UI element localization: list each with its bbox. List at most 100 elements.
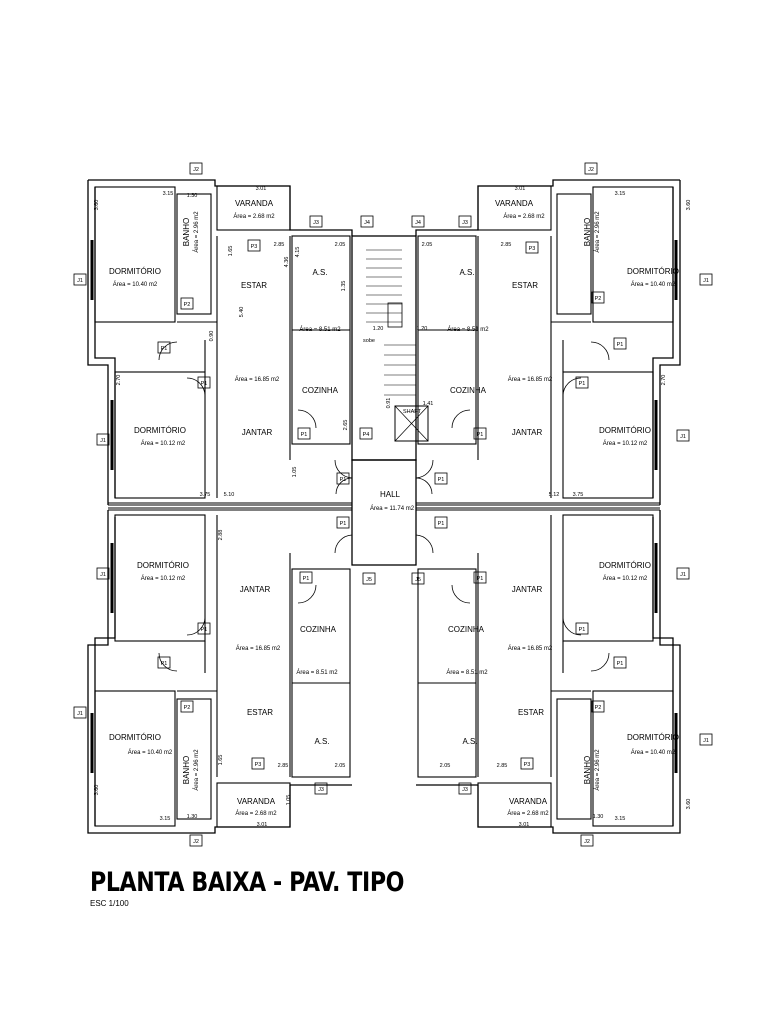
dim-d288: 2.88 — [218, 530, 224, 541]
dim-d205: 2.05 — [422, 242, 433, 248]
room-estar: ESTAR — [247, 708, 273, 717]
tag-p3: P3 — [524, 762, 531, 768]
dim-d360: 3.60 — [686, 799, 692, 810]
tag-p3: P3 — [529, 246, 536, 252]
dim-d315: 3.15 — [615, 191, 626, 197]
varanda-walls-br — [477, 782, 552, 828]
door-swing-cozinha-tl — [297, 409, 317, 429]
tag-box-j3 — [309, 215, 323, 228]
dormitorio-b-walls-tr — [562, 371, 654, 499]
area-dormitorio: Área = 10.12 m2 — [603, 440, 648, 447]
door-swing-p1a-tr — [590, 341, 610, 361]
room-estar: ESTAR — [518, 708, 544, 717]
area-hall: Área = 11.74 m2 — [370, 505, 415, 512]
room-jantar: JANTAR — [512, 428, 543, 437]
tag-p1: P1 — [201, 627, 208, 633]
tag-box-p1 — [197, 376, 211, 389]
room-dormitorio: DORMITÓRIO — [137, 561, 189, 570]
dim-d130: 1.30 — [187, 814, 198, 820]
room-hall: HALL — [380, 490, 401, 499]
tag-box-j2 — [189, 162, 203, 175]
dim-d436: 4.36 — [284, 257, 290, 268]
room-estar: ESTAR — [512, 281, 538, 290]
hall-door-r — [415, 477, 433, 495]
tag-p2: P2 — [595, 705, 602, 711]
plan-scale: ESC 1/100 — [90, 899, 129, 908]
dim-d135: 1.35 — [341, 281, 347, 292]
tag-box-p1 — [613, 656, 627, 669]
dim-d315: 3.15 — [615, 816, 626, 822]
area-cozinha: Área = 8.51 m2 — [447, 326, 489, 333]
dim-d265: 2.65 — [343, 420, 349, 431]
tag-box-j1 — [73, 273, 87, 286]
tag-j3: J3 — [313, 220, 319, 226]
door-swing-p1b-bl — [186, 616, 206, 636]
dim-d105: 1.05 — [286, 795, 292, 806]
dim-d130: 1.30 — [187, 193, 198, 199]
tag-p1: P1 — [617, 342, 624, 348]
tag-j1: J1 — [77, 278, 83, 284]
building-outline-1 — [87, 180, 109, 505]
tag-p1: P1 — [301, 432, 308, 438]
tag-box-j3 — [458, 215, 472, 228]
tag-j3: J3 — [462, 787, 468, 793]
tag-j2: J2 — [193, 839, 199, 845]
tag-box-j1 — [676, 567, 690, 580]
area-cozinha: Área = 8.51 m2 — [446, 669, 488, 676]
door-swing-p1a-br — [590, 652, 610, 672]
tag-p2: P2 — [184, 705, 191, 711]
dim-d130: 1.30 — [593, 814, 604, 820]
dormitorio-a-walls-bl — [94, 690, 176, 827]
room-varanda: VARANDA — [495, 199, 534, 208]
door-swing-p1b-tl — [186, 377, 206, 397]
tag-j1: J1 — [77, 711, 83, 717]
shaft-cross-b — [394, 405, 429, 442]
dim-d091: 0.91 — [386, 398, 392, 409]
area-dormitorio: Área = 10.12 m2 — [141, 440, 186, 447]
tag-box-j1 — [699, 273, 713, 286]
area-estar: Área = 16.85 m2 — [235, 376, 280, 383]
cozinha-walls-bl — [291, 568, 351, 778]
dormitorio-a-walls-br — [592, 690, 674, 827]
tag-j5: J5 — [366, 577, 372, 583]
dim-d512: 5.12 — [549, 492, 560, 498]
room-banho: BANHO — [182, 218, 191, 246]
area-dormitorio: Área = 10.12 m2 — [603, 575, 648, 582]
stair-landing — [387, 302, 403, 328]
tag-box-p4 — [359, 427, 373, 440]
tag-p3: P3 — [251, 244, 258, 250]
tag-box-j1 — [699, 733, 713, 746]
tag-p1: P1 — [303, 576, 310, 582]
dim-d301: 3.01 — [256, 186, 267, 192]
door-swing-hall-tl — [334, 459, 353, 479]
room-dormitorio: DORMITÓRIO — [627, 267, 679, 276]
dormitorio-a-walls-tr — [592, 186, 674, 323]
tag-box-p3 — [247, 239, 261, 252]
room-cozinha: COZINHA — [448, 625, 485, 634]
stair-core-walls — [351, 235, 417, 461]
tag-box-j1 — [96, 567, 110, 580]
dormitorio-b-walls-bl — [114, 514, 206, 642]
tag-j3: J3 — [462, 220, 468, 226]
tag-p4: P4 — [363, 432, 370, 438]
cozinha-walls-tl — [291, 235, 351, 445]
dim-d375: 3.75 — [200, 492, 211, 498]
tag-box-p1 — [299, 571, 313, 584]
area-varanda: Área = 2.68 m2 — [503, 213, 545, 220]
building-outline-6 — [659, 180, 681, 505]
room-as: A.S. — [312, 268, 327, 277]
tag-box-p1 — [473, 427, 487, 440]
varanda-walls-bl — [216, 782, 291, 828]
room-dormitorio: DORMITÓRIO — [134, 426, 186, 435]
room-jantar: JANTAR — [512, 585, 543, 594]
room-cozinha: COZINHA — [302, 386, 339, 395]
door-swing-cozinha-br — [451, 584, 471, 604]
tag-p2: P2 — [184, 302, 191, 308]
room-dormitorio: DORMITÓRIO — [109, 267, 161, 276]
hall-door-l — [335, 477, 353, 495]
tag-p1: P1 — [438, 477, 445, 483]
banho-walls-br — [556, 698, 592, 820]
dim-d270: 2.70 — [116, 375, 122, 386]
area-estar: Área = 16.85 m2 — [508, 645, 553, 652]
